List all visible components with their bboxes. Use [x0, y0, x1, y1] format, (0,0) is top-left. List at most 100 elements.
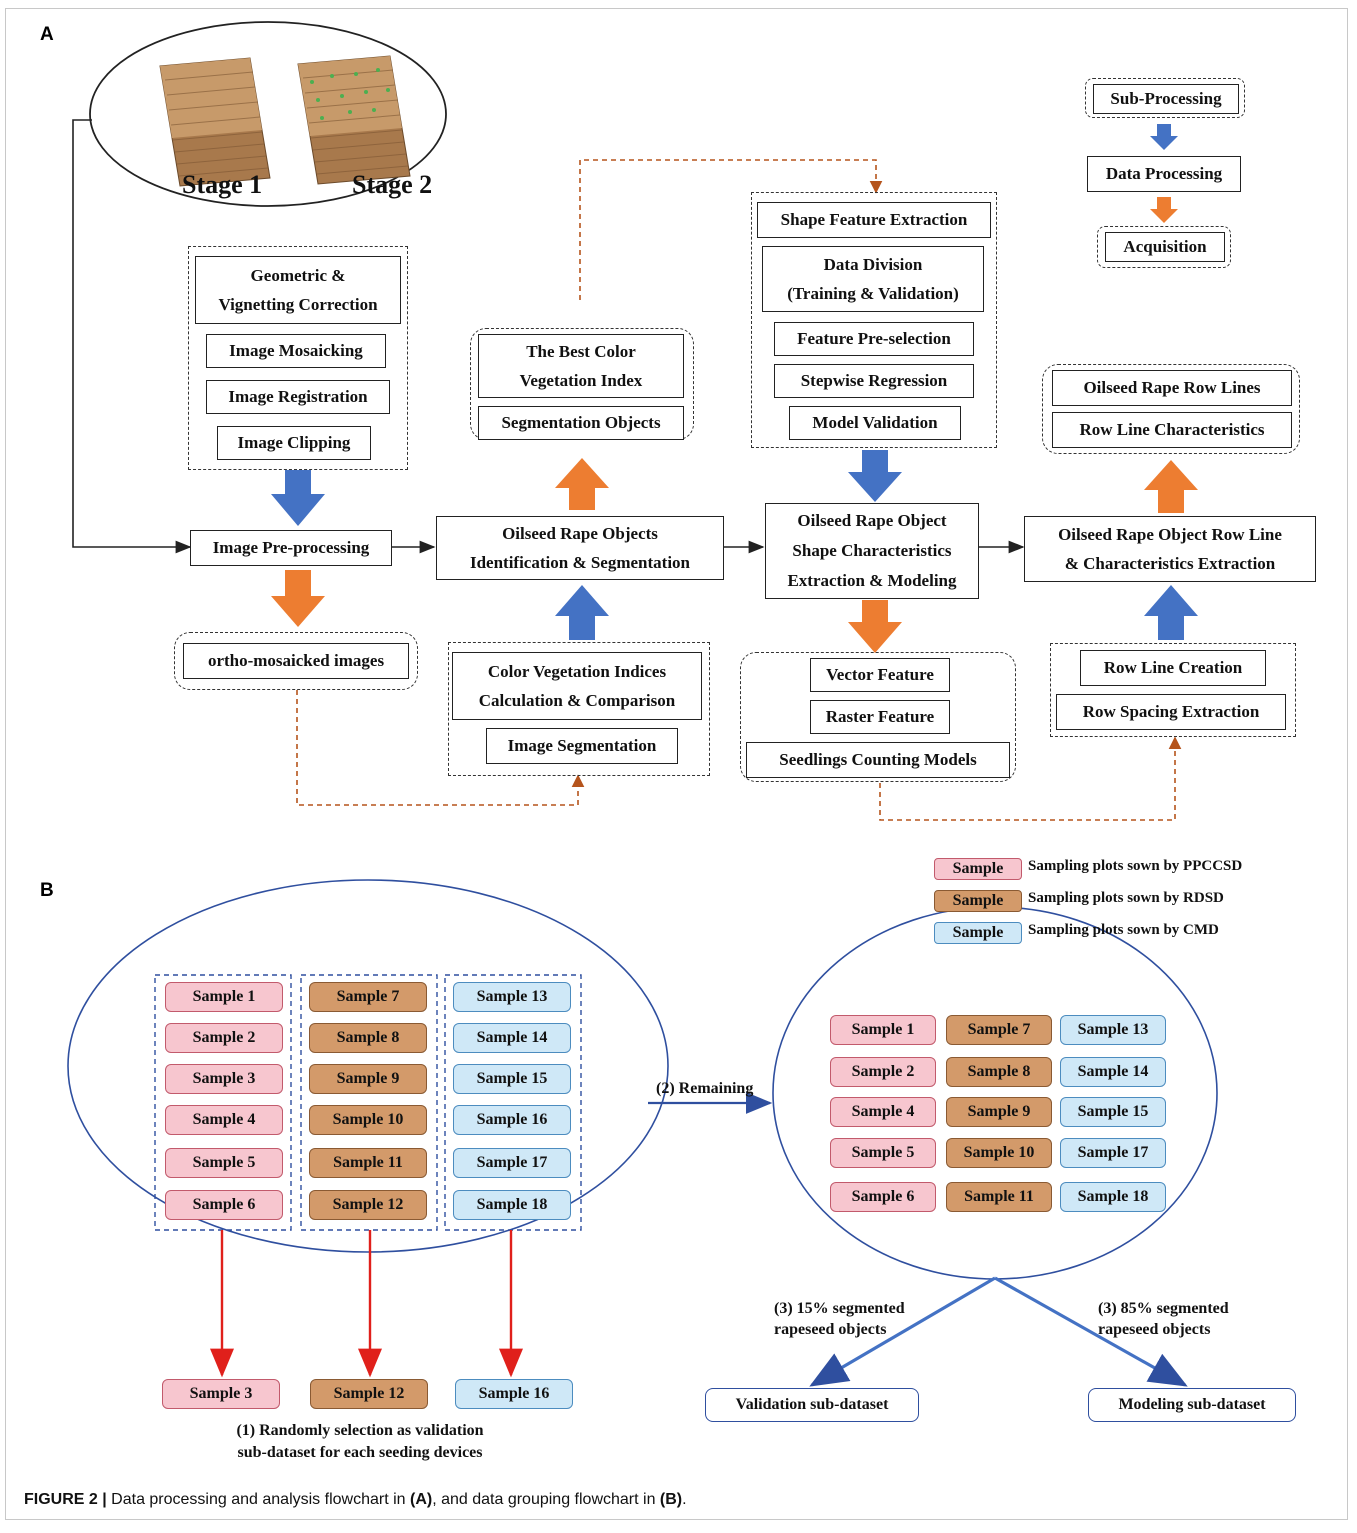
selected-sample-blue: Sample 16 — [455, 1379, 573, 1409]
seedlings-counting-models-node: Seedlings Counting Models — [746, 742, 1010, 778]
caption-part2: , and data grouping flowchart in — [432, 1491, 660, 1508]
row-lines-node: Oilseed Rape Row Lines — [1052, 370, 1292, 406]
vector-feature-node: Vector Feature — [810, 658, 950, 692]
all-sample-pink: Sample 3 — [165, 1064, 283, 1094]
stage2-image-stack — [297, 55, 411, 185]
geometric-correction-step: Geometric & Vignetting Correction — [195, 256, 401, 324]
selected-sample-brown: Sample 12 — [310, 1379, 428, 1409]
all-samples-ellipse — [67, 879, 669, 1253]
identification-node: Oilseed Rape Objects Identification & Se… — [436, 516, 724, 580]
shape-feature-extraction-step: Shape Feature Extraction — [757, 202, 991, 238]
caption-a: (A) — [409, 1491, 433, 1508]
image-preprocessing-node: Image Pre-processing — [190, 530, 392, 566]
remaining-sample-pink: Sample 2 — [830, 1057, 936, 1087]
stage1-label: Stage 1 — [182, 170, 263, 199]
stage2-label: Stage 2 — [352, 170, 433, 199]
all-sample-brown: Sample 10 — [309, 1105, 427, 1135]
segmentation-objects-node: Segmentation Objects — [478, 406, 684, 440]
raster-feature-node: Raster Feature — [810, 700, 950, 734]
remaining-sample-pink: Sample 5 — [830, 1138, 936, 1168]
model-validation-step: Model Validation — [789, 406, 961, 440]
blue-arrow-shape — [848, 450, 902, 502]
all-sample-pink: Sample 6 — [165, 1190, 283, 1220]
row-creation-group — [1050, 643, 1296, 737]
figure-frame — [5, 8, 1348, 1520]
cvi-group — [448, 642, 710, 776]
all-sample-blue: Sample 17 — [453, 1148, 571, 1178]
row-lines-group — [1042, 364, 1300, 454]
remaining-sample-pink: Sample 4 — [830, 1097, 936, 1127]
all-sample-blue: Sample 16 — [453, 1105, 571, 1135]
all-sample-brown: Sample 12 — [309, 1190, 427, 1220]
all-sample-blue: Sample 15 — [453, 1064, 571, 1094]
modeling-subdataset: Modeling sub-dataset — [1088, 1388, 1296, 1422]
legend-text-rdsd: Sampling plots sown by RDSD — [1028, 890, 1224, 906]
row-spacing-node: Row Spacing Extraction — [1056, 694, 1286, 730]
sub-processing-label: Sub-Processing — [1093, 84, 1239, 114]
orange-arrow-preprocess — [271, 570, 325, 627]
legend-chip-rdsd: Sample — [934, 890, 1022, 912]
sub-processing-group — [1085, 78, 1245, 118]
legend-chip-cmd: Sample — [934, 922, 1022, 944]
caption-part1: Data processing and analysis flowchart i… — [106, 1491, 410, 1508]
remaining-sample-brown: Sample 11 — [946, 1182, 1052, 1212]
ortho-images-node: ortho-mosaicked images — [183, 643, 409, 679]
all-sample-pink: Sample 1 — [165, 982, 283, 1012]
image-registration-step: Image Registration — [206, 380, 390, 414]
acquisition-group — [1097, 226, 1231, 268]
preprocess-steps-group — [188, 246, 408, 470]
remaining-sample-blue: Sample 15 — [1060, 1097, 1166, 1127]
row-line-extraction-node: Oilseed Rape Object Row Line & Character… — [1024, 516, 1316, 582]
all-sample-pink: Sample 5 — [165, 1148, 283, 1178]
validation-subdataset: Validation sub-dataset — [705, 1388, 919, 1422]
orange-arrow-legend — [1150, 197, 1178, 223]
cvi-calculation-node: Color Vegetation Indices Calculation & C… — [452, 652, 702, 720]
all-sample-brown: Sample 9 — [309, 1064, 427, 1094]
selected-sample-pink: Sample 3 — [162, 1379, 280, 1409]
remaining-sample-blue: Sample 18 — [1060, 1182, 1166, 1212]
blue-arrow-identification — [555, 585, 609, 640]
best-color-index-node: The Best Color Vegetation Index — [478, 334, 684, 398]
all-sample-blue: Sample 18 — [453, 1190, 571, 1220]
legend-text-cmd: Sampling plots sown by CMD — [1028, 922, 1219, 938]
acquisition-label: Acquisition — [1105, 232, 1225, 262]
ellipse-to-preprocess-line — [72, 119, 192, 554]
remaining-sample-pink: Sample 6 — [830, 1182, 936, 1212]
blue-column-box — [444, 974, 582, 1231]
random-selection-label: (1) Randomly selection as validation sub… — [236, 1422, 484, 1461]
dash-link-best-to-shape — [579, 159, 883, 300]
feature-preselection-step: Feature Pre-selection — [774, 322, 974, 356]
all-sample-pink: Sample 2 — [165, 1023, 283, 1053]
remaining-sample-brown: Sample 10 — [946, 1138, 1052, 1168]
legend-chip-ppccsd: Sample — [934, 858, 1022, 880]
row-line-creation-node: Row Line Creation — [1080, 650, 1266, 686]
remaining-sample-blue: Sample 17 — [1060, 1138, 1166, 1168]
orange-arrow-rowline — [1144, 460, 1198, 513]
dash-link-counting-to-row — [879, 736, 1182, 821]
remaining-sample-brown: Sample 7 — [946, 1015, 1052, 1045]
data-processing-label: Data Processing — [1087, 156, 1241, 192]
remaining-sample-brown: Sample 9 — [946, 1097, 1052, 1127]
blue-arrow-rowline — [1144, 585, 1198, 640]
image-mosaicking-step: Image Mosaicking — [206, 334, 386, 368]
remaining-sample-blue: Sample 14 — [1060, 1057, 1166, 1087]
blue-arrow-legend — [1150, 124, 1178, 150]
remaining-sample-brown: Sample 8 — [946, 1057, 1052, 1087]
ortho-images-group — [174, 632, 418, 690]
panel-b-letter: B — [40, 880, 54, 901]
dash-link-ortho-to-cvi — [296, 690, 585, 806]
split-arrow-modeling — [994, 1276, 1188, 1387]
caption-b: (B) — [659, 1491, 683, 1508]
caption-prefix: FIGURE 2 | — [24, 1491, 107, 1508]
orange-arrow-shape — [848, 600, 902, 653]
remaining-sample-pink: Sample 1 — [830, 1015, 936, 1045]
stage-ellipse — [89, 21, 447, 207]
figure-caption: FIGURE 2 | Data processing and analysis … — [24, 1491, 687, 1509]
counting-group — [740, 652, 1016, 782]
shape-modeling-node: Oilseed Rape Object Shape Characteristic… — [765, 503, 979, 599]
legend-text-ppccsd: Sampling plots sown by PPCCSD — [1028, 858, 1243, 874]
remaining-samples-ellipse — [772, 906, 1218, 1280]
orange-arrow-identification — [555, 458, 609, 510]
remaining-label: (2) Remaining — [656, 1080, 754, 1097]
